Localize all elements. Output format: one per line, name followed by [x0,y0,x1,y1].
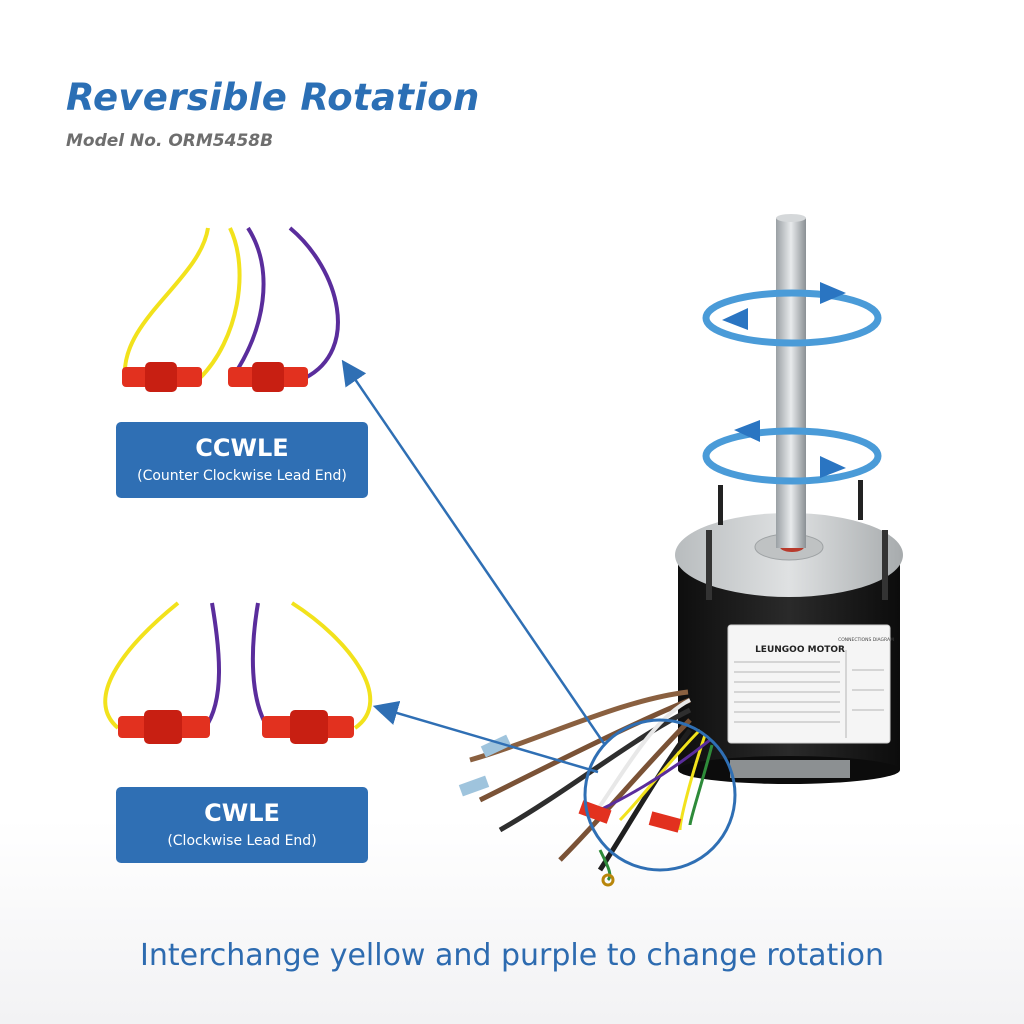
cwle-code: CWLE [204,799,280,827]
ccwle-code: CCWLE [195,434,289,462]
cwle-description: (Clockwise Lead End) [167,833,317,849]
arrow-to-cwle [372,700,599,774]
motor-shaft [776,218,806,548]
connector-highlight-circle [583,718,737,872]
ccwle-wires [122,226,340,392]
motor: LEUNGOO MOTOR CONNECTIONS DIAGRAM [675,214,903,784]
nameplate-diagram-label: CONNECTIONS DIAGRAM [838,637,894,643]
model-number: Model No. ORM5458B [66,131,274,151]
rotation-arrows-bottom [702,420,882,485]
page-title: Reversible Rotation [66,76,480,119]
cwle-label-box: CWLE (Clockwise Lead End) [116,787,368,863]
lead-wire-bundle [458,689,714,887]
cwle-wires [103,601,373,744]
ccwle-description: (Counter Clockwise Lead End) [137,468,347,484]
nameplate [727,624,891,744]
nameplate-brand: LEUNGOO MOTOR [755,645,845,655]
arrow-to-ccwle [341,359,607,746]
rotation-caption: Interchange yellow and purple to change … [140,938,884,973]
ccwle-label-box: CCWLE (Counter Clockwise Lead End) [116,422,368,498]
rotation-arrows-top [702,282,882,347]
